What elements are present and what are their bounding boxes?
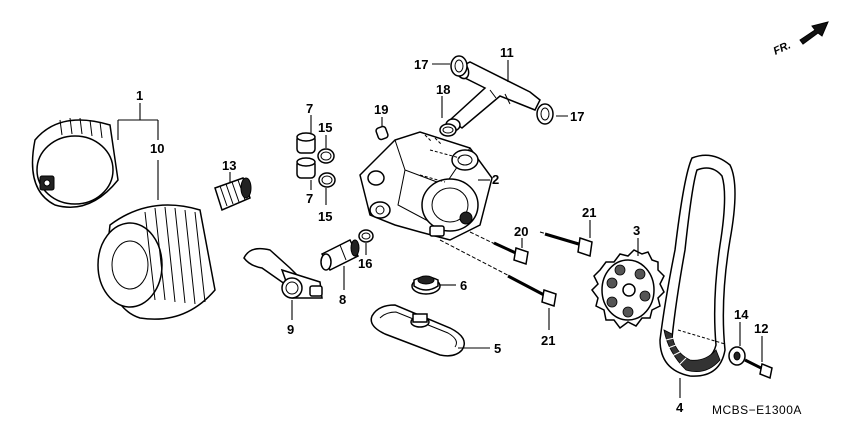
callout-9: 9 [287, 322, 294, 337]
callout-17-right: 17 [570, 109, 584, 124]
bolt-21-lower [439, 239, 557, 307]
oil-filter-cartridge [31, 117, 119, 208]
leader-17-11-18 [432, 60, 568, 118]
dowel-pins [296, 132, 316, 179]
front-direction-arrow-icon [799, 21, 829, 45]
callout-21-upper: 21 [582, 205, 596, 220]
strainer-plate [370, 304, 465, 357]
callout-12: 12 [754, 321, 768, 336]
oil-filter [97, 204, 216, 320]
callout-18: 18 [436, 82, 450, 97]
leader-bolts [521, 220, 591, 330]
callout-19: 19 [374, 102, 388, 117]
callout-17-left: 17 [414, 57, 428, 72]
oil-pump-assembly [359, 131, 493, 241]
callout-13: 13 [222, 158, 236, 173]
pump-drive-chain [659, 154, 736, 377]
pipe-seal-17-right [536, 103, 554, 125]
joint-collar [320, 238, 360, 272]
leader-14-12 [739, 322, 763, 362]
callout-7-upper: 7 [306, 101, 313, 116]
front-direction-label: FR. [772, 39, 793, 57]
callout-21-lower: 21 [541, 333, 555, 348]
callout-2: 2 [492, 172, 499, 187]
o-ring-18 [439, 123, 457, 137]
bolt-20 [469, 231, 529, 265]
callout-15-upper: 15 [318, 120, 332, 135]
washer-14 [728, 346, 746, 366]
callout-labels: 1 10 13 7 15 7 15 19 18 17 11 17 2 21 20… [136, 45, 768, 415]
callout-5: 5 [494, 341, 501, 356]
leader-7-15 [310, 115, 327, 205]
dowel-pin-19 [375, 125, 389, 141]
callout-4: 4 [676, 400, 684, 415]
drawing-code: MCBS−E1300A [712, 403, 802, 417]
bolt-12 [744, 358, 773, 380]
callout-10: 10 [150, 141, 164, 156]
callout-20: 20 [514, 224, 528, 239]
callout-8: 8 [339, 292, 346, 307]
callout-14: 14 [734, 307, 749, 322]
callout-7-lower: 7 [306, 191, 313, 206]
pipe-seal-17-left [450, 55, 468, 77]
callout-1: 1 [136, 88, 143, 103]
o-rings-15 [317, 148, 336, 188]
callout-3: 3 [633, 223, 640, 238]
bolt-21-upper [539, 231, 593, 257]
o-ring-16 [358, 229, 374, 243]
callout-15-lower: 15 [318, 209, 332, 224]
flange-nut [411, 275, 441, 295]
leader-1 [117, 103, 159, 140]
callout-6: 6 [460, 278, 467, 293]
callout-16: 16 [358, 256, 372, 271]
oil-pipe-elbow [243, 247, 323, 299]
oil-strainer [214, 177, 252, 212]
callout-11: 11 [500, 45, 514, 60]
pump-drive-sprocket [591, 249, 665, 330]
